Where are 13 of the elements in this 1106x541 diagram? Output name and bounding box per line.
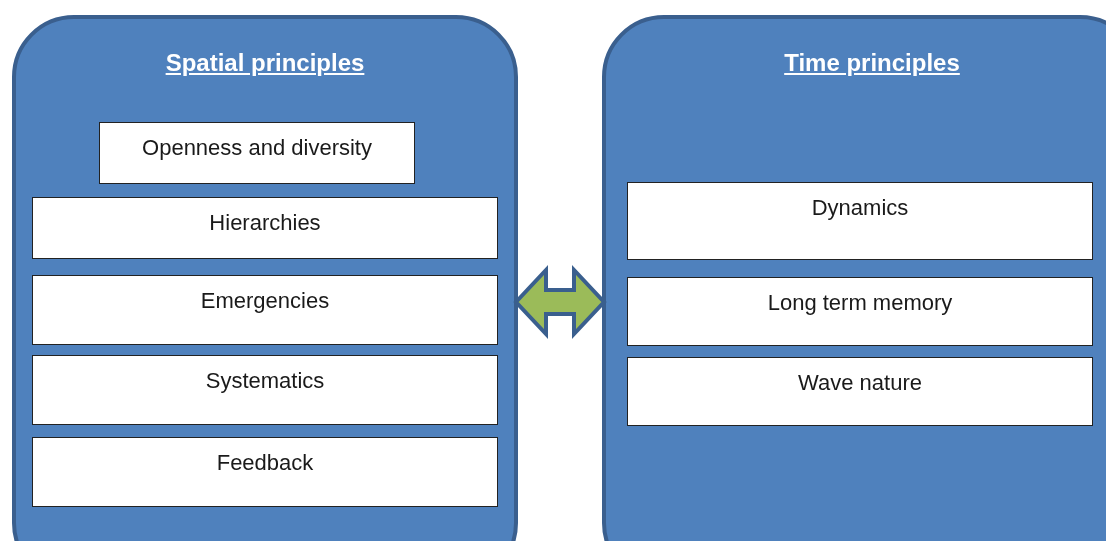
double-arrow	[513, 264, 607, 340]
panel-title: Spatial principles	[164, 49, 366, 77]
text-box: Openness and diversity	[99, 122, 415, 184]
text-box: Wave nature	[627, 357, 1093, 426]
text-box: Systematics	[32, 355, 498, 425]
text-box: Long term memory	[627, 277, 1093, 346]
text-box: Feedback	[32, 437, 498, 507]
panel	[602, 15, 1106, 541]
text-box: Emergencies	[32, 275, 498, 345]
panel	[12, 15, 518, 541]
text-box: Hierarchies	[32, 197, 498, 259]
text-box: Dynamics	[627, 182, 1093, 260]
panel-title: Time principles	[783, 49, 961, 77]
